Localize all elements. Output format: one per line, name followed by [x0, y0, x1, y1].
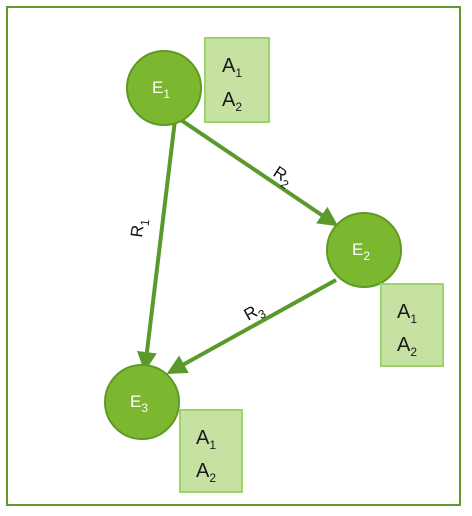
attribute-e3-a1: A1 — [196, 427, 216, 452]
entity-e1-label: E1 — [152, 78, 170, 101]
entity-e2-label: E2 — [352, 240, 370, 263]
relation-r2-label: R2 — [268, 162, 297, 192]
relation-r1-arrow — [136, 119, 177, 372]
attribute-e2-a2: A2 — [397, 334, 417, 359]
relation-r2-arrow — [176, 116, 339, 227]
attributes-e3: A1 A2 — [179, 409, 243, 493]
attribute-e2-a1: A1 — [397, 301, 417, 326]
entity-e1: E1 — [126, 50, 202, 126]
diagram-frame — [6, 6, 461, 506]
attribute-e1-a1: A1 — [222, 55, 242, 80]
relation-r3-arrow — [166, 278, 337, 374]
entity-e3: E3 — [104, 364, 180, 440]
attributes-e2: A1 A2 — [380, 283, 444, 367]
entity-e3-label: E3 — [130, 392, 148, 415]
attribute-e1-a2: A2 — [222, 89, 242, 114]
relation-r1-label: R1 — [127, 217, 152, 239]
attributes-e1: A1 A2 — [204, 37, 270, 123]
attribute-e3-a2: A2 — [196, 460, 216, 485]
entity-e2: E2 — [326, 212, 402, 288]
